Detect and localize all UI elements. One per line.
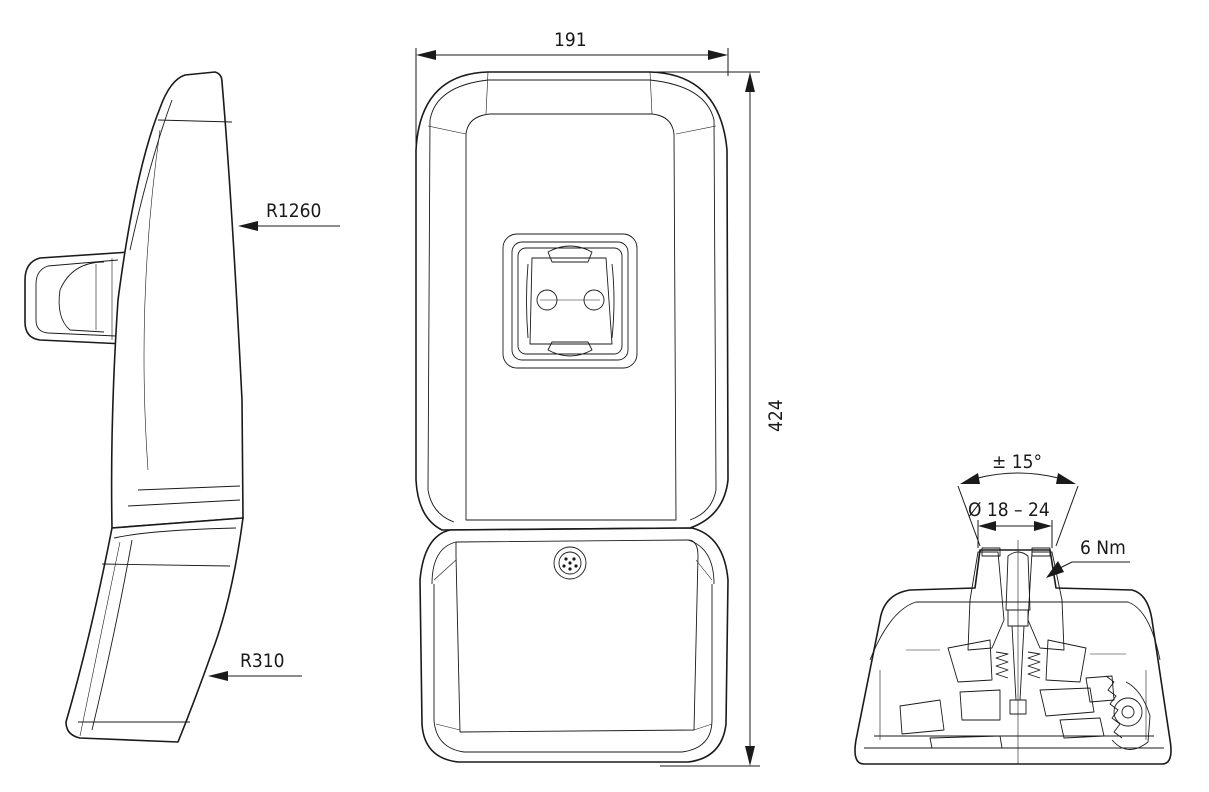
side-mount-bracket xyxy=(58,261,105,333)
front-center-mount xyxy=(502,233,638,369)
height-label: 424 xyxy=(765,399,787,432)
torque-callout: 6 Nm xyxy=(1046,537,1130,578)
width-dimension: 191 xyxy=(415,29,729,148)
section-housing xyxy=(854,549,1172,765)
diameter-callout: Ø 18 – 24 xyxy=(968,499,1053,548)
side-view xyxy=(24,71,244,743)
side-mount-inner xyxy=(35,259,119,337)
section-left-jaw xyxy=(967,551,1005,651)
side-lower-body xyxy=(65,517,244,743)
section-right-spring xyxy=(1027,651,1041,679)
connector-socket-icon xyxy=(553,546,587,580)
front-upper-body xyxy=(415,71,729,531)
torque-label: 6 Nm xyxy=(1080,537,1126,559)
r1260-label: R1260 xyxy=(266,200,321,222)
r1260-callout: R1260 xyxy=(238,200,340,231)
section-view xyxy=(854,540,1172,765)
side-mount-clamp xyxy=(24,251,131,345)
front-lower-body xyxy=(419,527,729,763)
front-upper-panel xyxy=(465,113,677,521)
tilt-angle-callout: ± 15° xyxy=(957,451,1079,547)
diameter-label: Ø 18 – 24 xyxy=(968,499,1050,521)
side-upper-body xyxy=(110,71,244,529)
r310-label: R310 xyxy=(240,650,285,672)
section-ratchet-gear xyxy=(1105,675,1151,750)
section-left-spring xyxy=(995,651,1009,679)
tilt-angle-label: ± 15° xyxy=(992,451,1042,473)
front-view xyxy=(415,71,729,763)
r310-callout: R310 xyxy=(208,650,302,681)
height-dimension: 424 xyxy=(654,71,787,767)
width-label: 191 xyxy=(554,29,587,51)
